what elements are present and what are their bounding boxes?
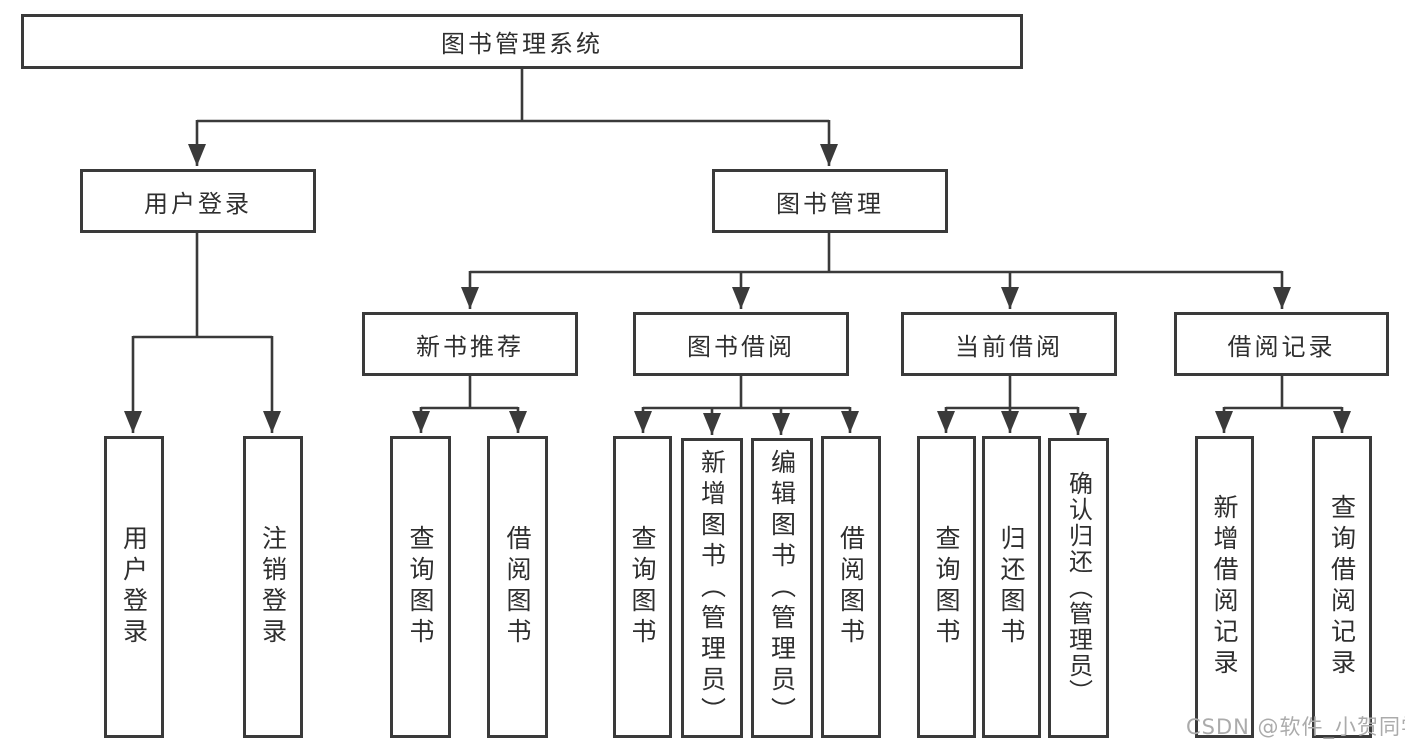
node-new-book-recommendation: 新书推荐: [362, 312, 578, 376]
node-label: 新书推荐: [416, 332, 524, 361]
leaf-borrow-books-recommend: 借阅图书: [487, 436, 548, 738]
leaf-query-borrow-record: 查询借阅记录: [1312, 436, 1372, 738]
leaf-label: 确认归还（管理员）: [1064, 471, 1093, 705]
node-user-login: 用户登录: [80, 169, 316, 233]
leaf-query-books-borrowing: 查询图书: [613, 436, 672, 738]
leaf-label: 注销登录: [258, 525, 288, 649]
leaf-edit-books-admin: 编辑图书（管理员）: [751, 438, 813, 738]
leaf-add-borrow-record: 新增借阅记录: [1195, 436, 1254, 738]
leaf-borrow-books-borrowing: 借阅图书: [821, 436, 881, 738]
leaf-logout: 注销登录: [243, 436, 303, 738]
leaf-return-books: 归还图书: [982, 436, 1041, 738]
leaf-label: 编辑图书（管理员）: [767, 448, 797, 728]
leaf-query-books-current: 查询图书: [917, 436, 976, 738]
node-library-management-system: 图书管理系统: [21, 14, 1023, 69]
leaf-label: 新增图书（管理员）: [697, 448, 727, 728]
leaf-label: 归还图书: [997, 525, 1026, 649]
leaf-label: 用户登录: [119, 525, 149, 649]
leaf-user-login: 用户登录: [104, 436, 164, 738]
node-label: 用户登录: [144, 189, 252, 218]
csdn-watermark: CSDN @软件_小贺同学: [1186, 715, 1405, 739]
node-book-borrowing: 图书借阅: [633, 312, 849, 376]
leaf-label: 查询借阅记录: [1327, 494, 1357, 680]
node-label: 图书管理: [776, 189, 884, 218]
leaf-label: 查询图书: [932, 525, 961, 649]
node-label: 图书管理系统: [441, 30, 603, 58]
leaf-label: 借阅图书: [836, 525, 866, 649]
leaf-label: 查询图书: [628, 525, 657, 649]
leaf-confirm-return-admin: 确认归还（管理员）: [1048, 438, 1109, 738]
node-label: 图书借阅: [687, 332, 795, 361]
node-label: 借阅记录: [1227, 332, 1336, 361]
node-borrowing-records: 借阅记录: [1174, 312, 1389, 376]
leaf-label: 查询图书: [406, 525, 435, 649]
leaf-add-books-admin: 新增图书（管理员）: [681, 438, 743, 738]
leaf-label: 借阅图书: [503, 525, 532, 649]
node-label: 当前借阅: [955, 332, 1063, 361]
leaf-label: 新增借阅记录: [1210, 494, 1239, 680]
leaf-query-books-recommend: 查询图书: [390, 436, 451, 738]
node-current-borrowing: 当前借阅: [901, 312, 1117, 376]
node-book-management: 图书管理: [712, 169, 948, 233]
